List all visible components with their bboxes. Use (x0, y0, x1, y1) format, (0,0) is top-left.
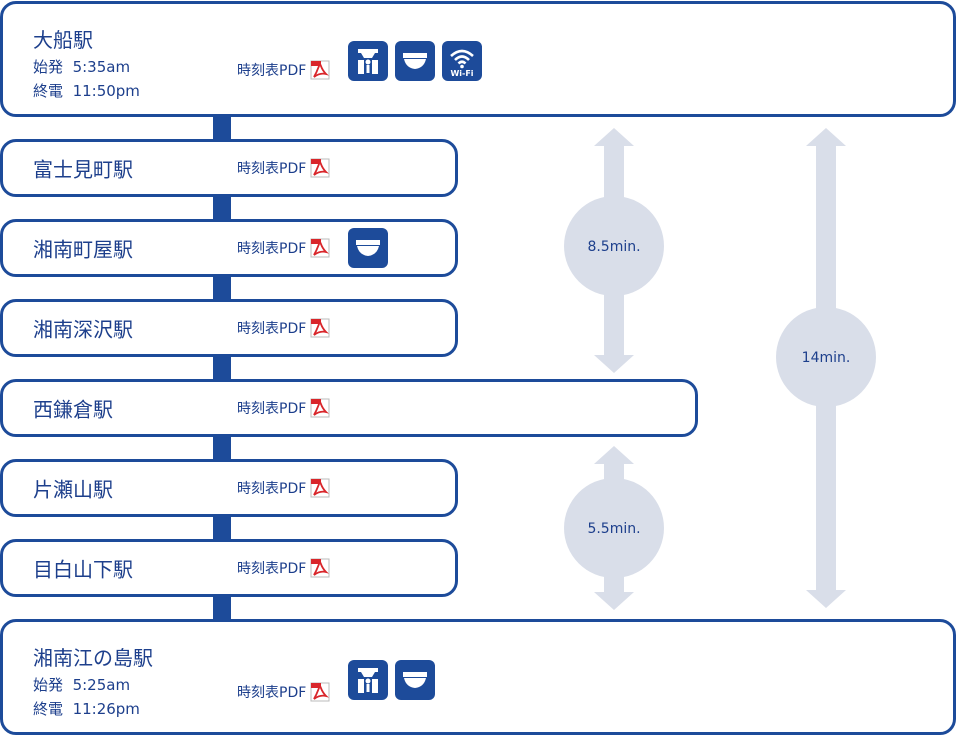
pdf-icon (310, 478, 330, 498)
pdf-icon (310, 558, 330, 578)
station-card-shonan-enoshima: 湘南江の島駅 始発 5:25am 終電 11:26pm 時刻表PDF (0, 619, 956, 735)
pdf-icon (310, 158, 330, 178)
timetable-pdf-link[interactable]: 時刻表PDF (237, 318, 330, 338)
facility-icons (348, 660, 435, 700)
station-name: 西鎌倉駅 (33, 397, 113, 422)
ticket-gate-icon (348, 660, 388, 700)
toilet-icon (395, 660, 435, 700)
first-train: 始発 5:35am (33, 58, 131, 76)
pdf-icon (310, 318, 330, 338)
station-card-ofuna: 大船駅 始発 5:35am 終電 11:50pm 時刻表PDF Wi-Fi (0, 1, 956, 117)
facility-icons: Wi-Fi (348, 41, 482, 81)
timetable-pdf-link[interactable]: 時刻表PDF (237, 158, 330, 178)
station-card-mejiroyamashita: 目白山下駅 時刻表PDF (0, 539, 458, 597)
time-label-14: 14min. (802, 350, 851, 366)
station-card-nishikamakura: 西鎌倉駅 時刻表PDF (0, 379, 698, 437)
station-card-fujimicho: 富士見町駅 時刻表PDF (0, 139, 458, 197)
time-label-8-5: 8.5min. (587, 239, 640, 255)
pdf-icon (310, 238, 330, 258)
station-name: 湘南深沢駅 (33, 317, 133, 342)
station-card-shonan-machiya: 湘南町屋駅 時刻表PDF (0, 219, 458, 277)
timetable-pdf-link[interactable]: 時刻表PDF (237, 398, 330, 418)
station-card-katasegama: 片瀬山駅 時刻表PDF (0, 459, 458, 517)
pdf-icon (310, 682, 330, 702)
station-card-shonan-fukasawa: 湘南深沢駅 時刻表PDF (0, 299, 458, 357)
station-name: 大船駅 (33, 28, 93, 52)
timetable-pdf-link[interactable]: 時刻表PDF (237, 558, 330, 578)
pdf-icon (310, 398, 330, 418)
arrow-nishikamakura-enoshima: 5.5min. (564, 446, 664, 610)
last-train: 終電 11:50pm (33, 82, 140, 100)
timetable-pdf-link[interactable]: 時刻表PDF (237, 682, 330, 702)
arrow-ofuna-nishikamakura: 8.5min. (564, 128, 664, 373)
time-label-5-5: 5.5min. (587, 521, 640, 537)
timetable-pdf-link[interactable]: 時刻表PDF (237, 478, 330, 498)
last-train: 終電 11:26pm (33, 700, 140, 718)
facility-icons (348, 228, 388, 268)
first-train: 始発 5:25am (33, 676, 131, 694)
toilet-icon (348, 228, 388, 268)
timetable-pdf-link[interactable]: 時刻表PDF (237, 238, 330, 258)
pdf-icon (310, 60, 330, 80)
toilet-icon (395, 41, 435, 81)
ticket-gate-icon (348, 41, 388, 81)
arrow-total: 14min. (776, 128, 876, 608)
wifi-icon: Wi-Fi (442, 41, 482, 81)
station-name: 湘南町屋駅 (33, 237, 133, 262)
svg-text:Wi-Fi: Wi-Fi (450, 69, 473, 78)
station-name: 富士見町駅 (33, 157, 133, 182)
station-name: 湘南江の島駅 (33, 646, 153, 670)
station-name: 片瀬山駅 (33, 477, 113, 502)
timetable-pdf-link[interactable]: 時刻表PDF (237, 60, 330, 80)
station-name: 目白山下駅 (33, 557, 133, 582)
